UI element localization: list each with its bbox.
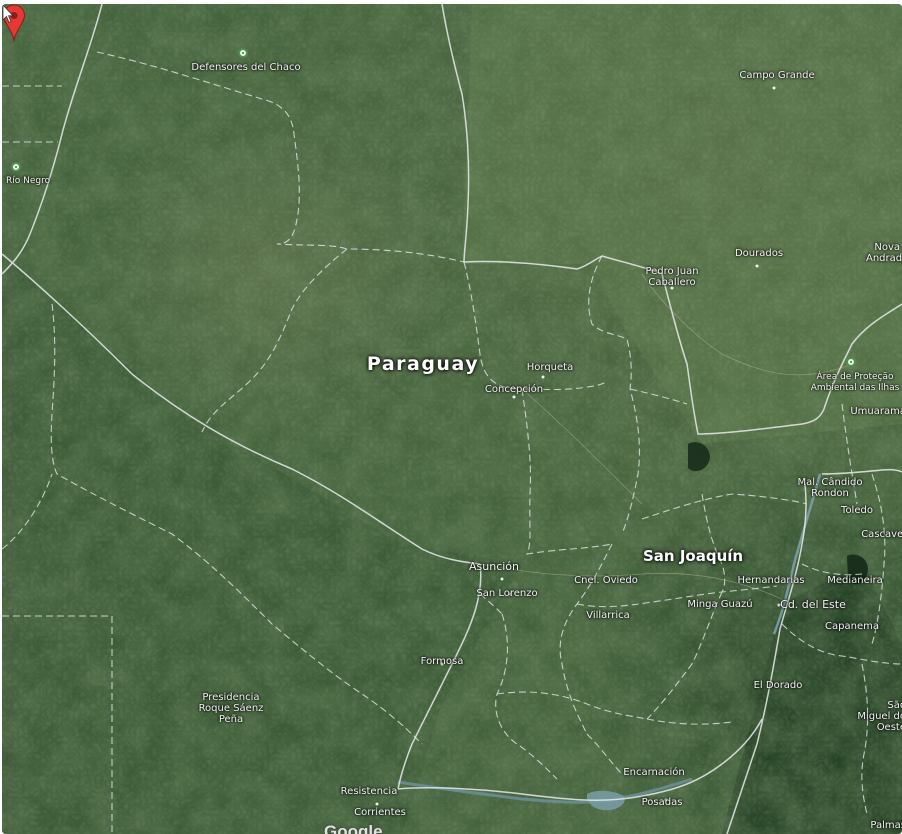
place-label-cd-este: Cd. del Este [780, 598, 846, 611]
place-label-palmas: Palmas [870, 820, 902, 831]
city-dot [508, 592, 512, 596]
poi-rio-negro-icon[interactable] [11, 162, 21, 172]
satellite-imagery [2, 4, 902, 834]
place-label-coronel-oviedo: Cnel. Oviedo [574, 575, 638, 586]
city-dot [664, 798, 668, 802]
place-label-concepcion: Concepción [484, 384, 544, 395]
place-label-el-dorado: El Dorado [753, 680, 803, 691]
place-label-san-miguel: São Miguel do Oeste [857, 700, 902, 733]
place-label-pedro-juan: Pedro Juan Caballero [645, 266, 699, 288]
place-label-toledo: Toledo [841, 505, 873, 516]
place-label-defensores: Defensores del Chaco [191, 62, 301, 73]
attribution-logo: Google [324, 822, 383, 834]
place-label-dourados: Dourados [734, 248, 784, 259]
city-dot [777, 603, 781, 607]
selected-place-label[interactable]: San Joaquín [643, 547, 744, 565]
poi-defensores-icon[interactable] [238, 48, 248, 58]
place-label-presidencia: Presidencia Roque Sáenz Peña [198, 692, 264, 725]
city-dot [500, 577, 504, 581]
place-label-candido-rondon: Mal. Cândido Rondon [797, 477, 863, 499]
city-dot [541, 375, 545, 379]
city-dot [440, 662, 444, 666]
place-label-formosa: Formosa [420, 656, 464, 667]
place-label-corrientes: Corrientes [354, 807, 406, 818]
place-label-minga-guazu: Minga Guazú [687, 599, 753, 610]
place-label-resistencia: Resistencia [340, 786, 398, 797]
place-label-nova-andradina: Nova Andradina [866, 242, 902, 264]
place-label-area-protecao: Área de Proteção Ambiental das Ilhas [810, 372, 900, 393]
place-label-hernandarias: Hernandarias [737, 575, 805, 586]
place-label-villarrica: Villarrica [586, 610, 630, 621]
place-label-umuarama: Umuarama [850, 406, 902, 417]
place-label-medianeira: Medianeira [827, 575, 883, 586]
city-dot [772, 86, 776, 90]
place-label-posadas: Posadas [641, 797, 683, 808]
place-label-campo-grande: Campo Grande [739, 70, 815, 81]
place-label-san-lorenzo: San Lorenzo [476, 588, 538, 599]
city-dot [670, 286, 674, 290]
mouse-cursor-icon [2, 4, 14, 24]
city-dot [755, 264, 759, 268]
place-label-cascavel: Cascavel [861, 529, 902, 540]
place-label-rio-negro: Río Negro [6, 176, 51, 186]
country-label-paraguay: Paraguay [366, 353, 480, 375]
place-label-asuncion: Asunción [468, 560, 520, 573]
place-label-capanema: Capanema [825, 621, 879, 632]
map-canvas[interactable]: Defensores del Chaco Río Negro Campo Gra… [2, 4, 902, 834]
place-label-horqueta: Horqueta [526, 362, 574, 373]
place-label-encarnacion: Encarnación [623, 767, 685, 778]
city-dot [512, 395, 516, 399]
city-dot [375, 802, 379, 806]
poi-area-protecao-icon[interactable] [846, 357, 856, 367]
